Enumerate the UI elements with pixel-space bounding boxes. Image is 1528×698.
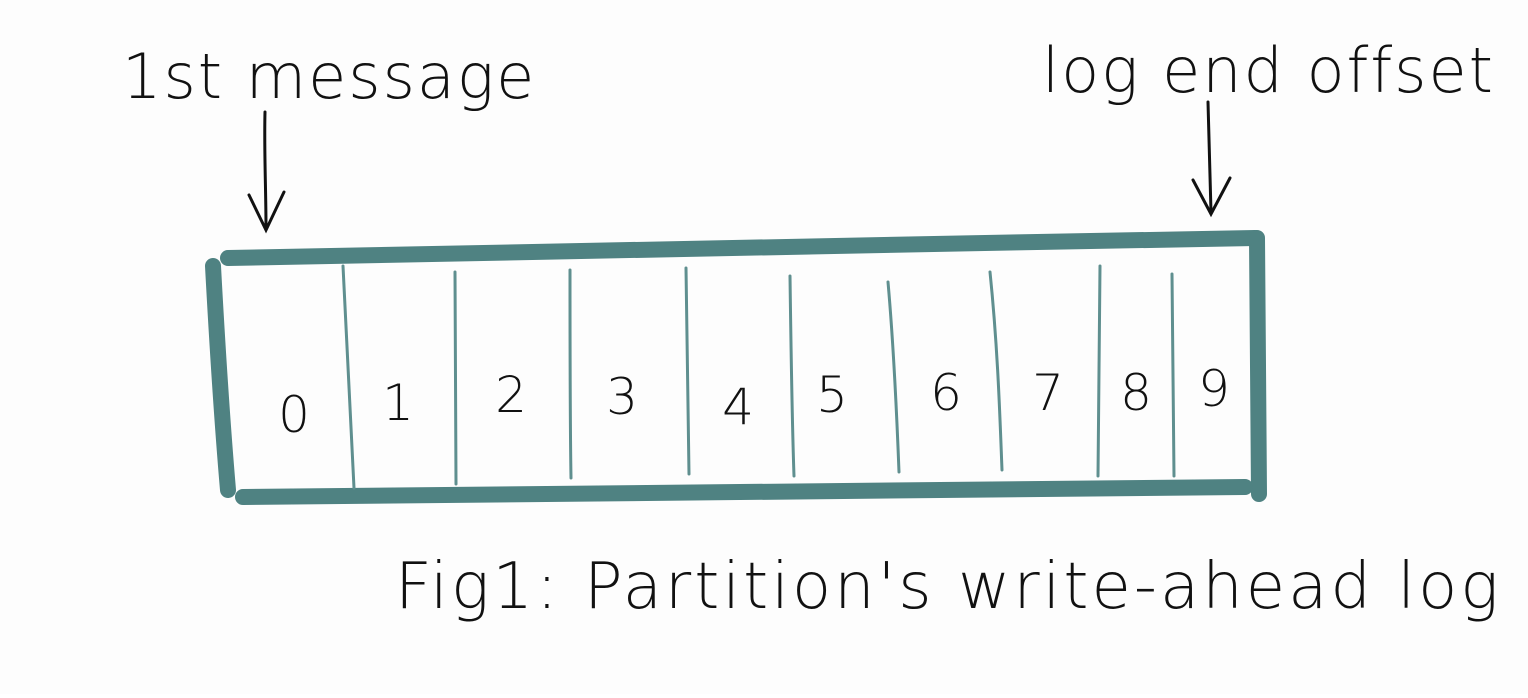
cell-divider <box>886 280 901 474</box>
cell-offset-8: 8 <box>1120 364 1152 422</box>
cell-divider <box>988 270 1004 472</box>
first-message-label: 1st message <box>122 40 536 113</box>
first-message-arrow-icon <box>247 110 286 234</box>
cell-offset-7: 7 <box>1032 364 1064 422</box>
log-border <box>205 230 1267 505</box>
cell-numbers: 0 1 2 3 4 5 6 7 8 9 <box>278 360 1230 444</box>
cell-offset-2: 2 <box>495 366 527 424</box>
cell-divider <box>1170 272 1176 478</box>
log-end-offset-arrow-icon <box>1191 100 1232 218</box>
cell-divider <box>453 270 458 486</box>
cell-divider <box>1096 264 1102 478</box>
cell-offset-1: 1 <box>382 374 414 432</box>
cell-offset-3: 3 <box>606 368 638 426</box>
cell-offset-5: 5 <box>816 366 848 424</box>
log-end-offset-label: log end offset <box>1042 34 1495 107</box>
cell-offset-9: 9 <box>1198 360 1230 418</box>
cell-divider <box>788 274 796 478</box>
cell-dividers <box>341 264 1176 490</box>
cell-divider <box>568 268 573 480</box>
cell-offset-4: 4 <box>722 378 754 436</box>
cell-divider <box>341 264 356 490</box>
figure-caption: Fig1: Partition's write-ahead log <box>395 550 1502 624</box>
cell-offset-6: 6 <box>930 364 962 422</box>
cell-divider <box>684 266 691 476</box>
cell-offset-0: 0 <box>278 386 310 444</box>
